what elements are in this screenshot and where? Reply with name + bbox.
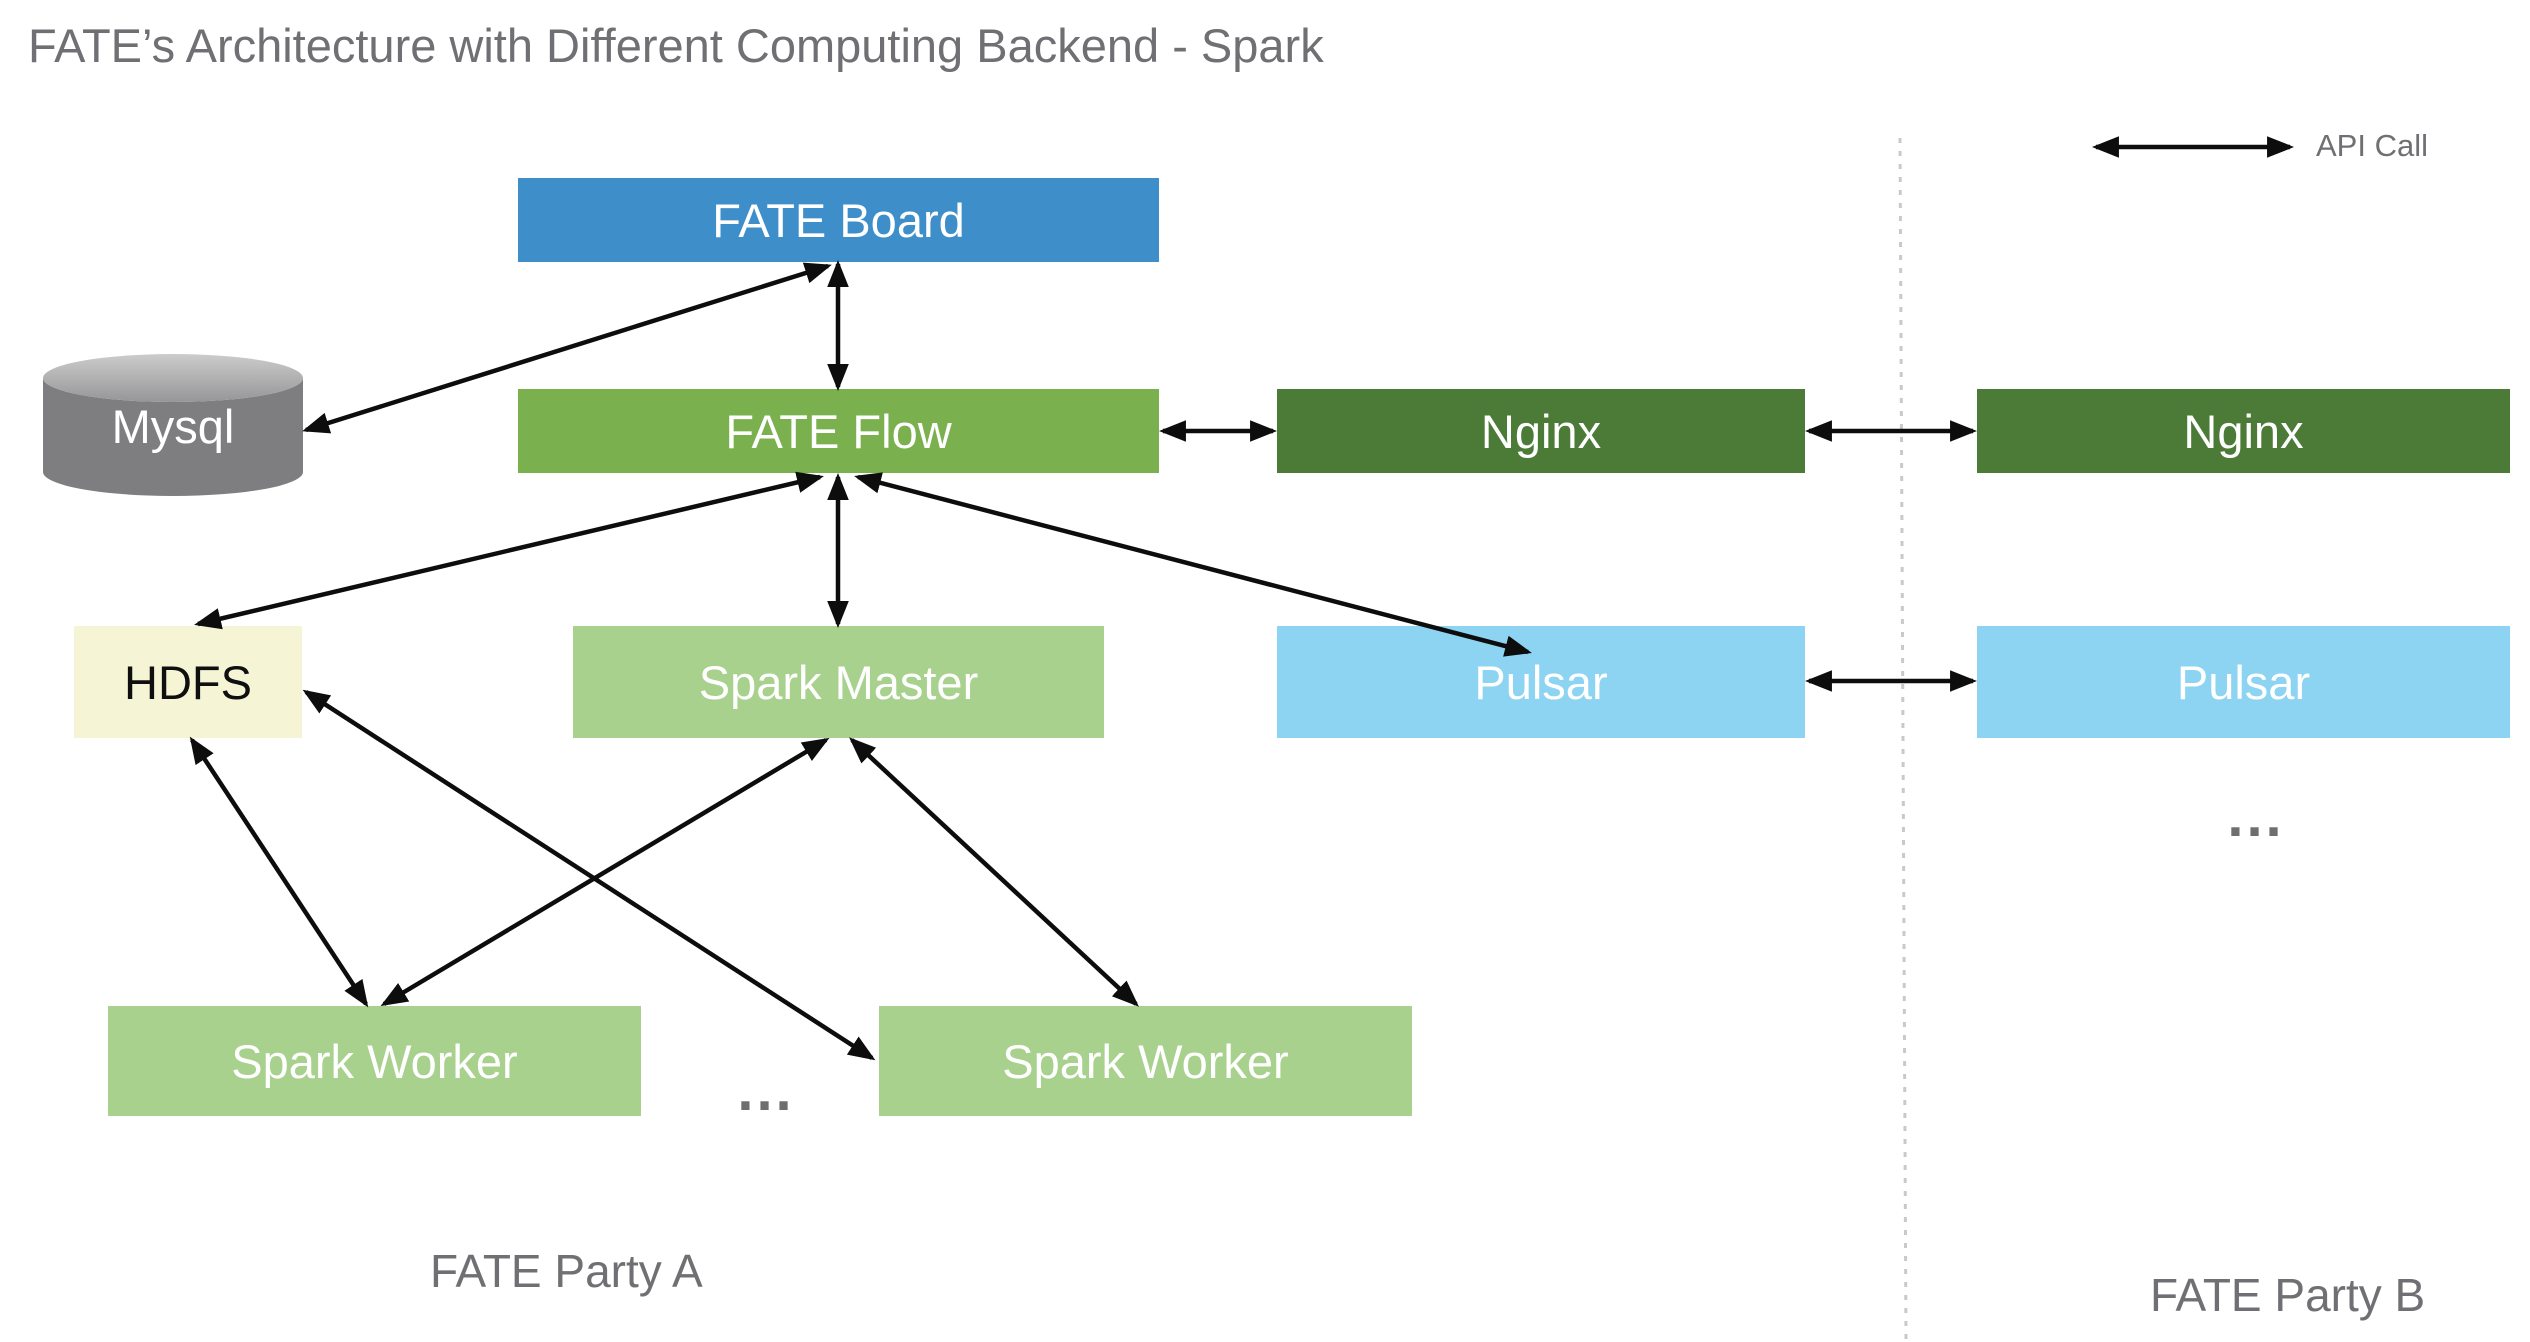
node-pulsar-party-b-label: Pulsar xyxy=(2176,655,2311,709)
node-nginx-party-b-label: Nginx xyxy=(2183,404,2304,458)
ellipsis-more-spark-workers: ... xyxy=(737,1058,795,1123)
diagram-title: FATE’s Architecture with Different Compu… xyxy=(28,19,1324,72)
node-pulsar-party-a: Pulsar xyxy=(1277,626,1805,738)
node-fate-board-label: FATE Board xyxy=(712,193,965,247)
node-spark-worker-2-label: Spark Worker xyxy=(1002,1034,1289,1088)
node-nginx-party-a: Nginx xyxy=(1277,389,1805,473)
node-mysql-label: Mysql xyxy=(111,399,235,453)
node-nginx-party-b: Nginx xyxy=(1977,389,2510,473)
node-spark-worker-1: Spark Worker xyxy=(108,1006,641,1116)
node-spark-worker-2: Spark Worker xyxy=(879,1006,1412,1116)
arrow-hdfs-spark-worker-2 xyxy=(302,689,876,1061)
party-b-label: FATE Party B xyxy=(2150,1269,2426,1321)
arrow-spark-worker-1-spark-master xyxy=(380,737,830,1007)
node-spark-master: Spark Master xyxy=(573,626,1104,738)
mysql-cylinder-icon xyxy=(43,354,303,496)
node-hdfs-label: HDFS xyxy=(124,655,252,709)
node-spark-worker-1-label: Spark Worker xyxy=(231,1034,518,1088)
legend-api-call-label: API Call xyxy=(2316,128,2428,163)
party-divider-line xyxy=(1898,137,1908,1342)
node-hdfs: HDFS xyxy=(74,626,302,738)
node-spark-master-label: Spark Master xyxy=(698,655,979,709)
node-pulsar-party-b: Pulsar xyxy=(1977,626,2510,738)
node-fate-flow: FATE Flow xyxy=(518,389,1159,473)
ellipsis-more-party-b-components: ... xyxy=(2227,784,2285,849)
node-pulsar-party-a-label: Pulsar xyxy=(1474,655,1608,709)
node-fate-flow-label: FATE Flow xyxy=(725,404,952,458)
arrow-hdfs-spark-worker-1 xyxy=(189,736,369,1008)
party-a-label: FATE Party A xyxy=(430,1245,703,1297)
node-nginx-party-a-label: Nginx xyxy=(1480,404,1602,458)
node-mysql: Mysql xyxy=(38,378,308,474)
arrow-spark-master-spark-worker-2 xyxy=(849,737,1139,1007)
node-fate-board: FATE Board xyxy=(518,178,1159,262)
